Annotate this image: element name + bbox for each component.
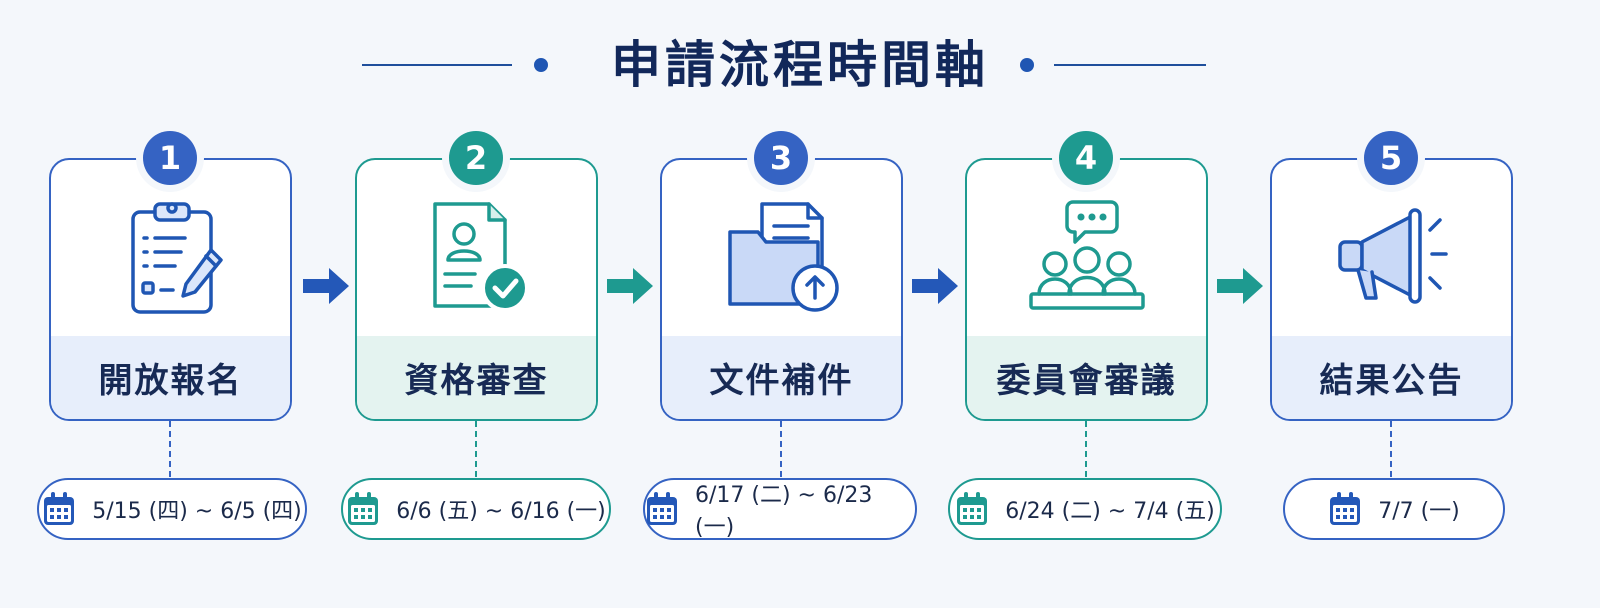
title-left-dot bbox=[534, 58, 548, 72]
calendar-icon bbox=[348, 492, 379, 525]
clipboard-pencil-icon bbox=[111, 198, 231, 318]
step-number-badge-3: 3 bbox=[754, 131, 808, 185]
step-card-1: 開放報名 bbox=[49, 158, 292, 421]
step-number-badge-1: 1 bbox=[143, 131, 197, 185]
arrow-right-icon bbox=[303, 268, 349, 304]
step-card-5: 結果公告 bbox=[1270, 158, 1513, 421]
step-card-3: 文件補件 bbox=[660, 158, 903, 421]
step-connector-4 bbox=[1085, 421, 1087, 477]
step-number-badge-2: 2 bbox=[449, 131, 503, 185]
megaphone-icon bbox=[1332, 198, 1452, 318]
date-text-1: 5/15 (四) ~ 6/5 (四) bbox=[92, 499, 302, 524]
calendar-icon bbox=[957, 492, 988, 525]
date-text-3: 6/17 (二) ~ 6/23 (一) bbox=[695, 483, 873, 540]
step-label-5: 結果公告 bbox=[1272, 336, 1511, 419]
date-pill-3: 6/17 (二) ~ 6/23 (一) bbox=[643, 478, 917, 540]
calendar-icon bbox=[1330, 492, 1361, 525]
title-right-line bbox=[1054, 64, 1206, 66]
date-text-5: 7/7 (一) bbox=[1378, 499, 1460, 524]
step-connector-2 bbox=[475, 421, 477, 477]
date-pill-1: 5/15 (四) ~ 6/5 (四) bbox=[37, 478, 307, 540]
step-card-4: 委員會審議 bbox=[965, 158, 1208, 421]
step-label-4: 委員會審議 bbox=[967, 336, 1206, 419]
document-check-icon bbox=[417, 198, 537, 318]
step-connector-5 bbox=[1390, 421, 1392, 477]
calendar-icon bbox=[647, 492, 677, 525]
date-text-4: 6/24 (二) ~ 7/4 (五) bbox=[1005, 499, 1215, 524]
date-pill-2: 6/6 (五) ~ 6/16 (一) bbox=[341, 478, 611, 540]
folder-upload-icon bbox=[722, 198, 842, 318]
step-card-2: 資格審查 bbox=[355, 158, 598, 421]
arrow-right-icon bbox=[607, 268, 653, 304]
step-label-3: 文件補件 bbox=[662, 336, 901, 419]
date-pill-5: 7/7 (一) bbox=[1283, 478, 1505, 540]
arrow-right-icon bbox=[1217, 268, 1263, 304]
title-left-line bbox=[362, 64, 512, 66]
page-title: 申請流程時間軸 bbox=[611, 36, 989, 94]
date-pill-4: 6/24 (二) ~ 7/4 (五) bbox=[948, 478, 1222, 540]
step-number-badge-5: 5 bbox=[1364, 131, 1418, 185]
calendar-icon bbox=[44, 492, 75, 525]
arrow-right-icon bbox=[912, 268, 958, 304]
step-label-1: 開放報名 bbox=[51, 336, 290, 419]
step-number-badge-4: 4 bbox=[1059, 131, 1113, 185]
step-label-2: 資格審查 bbox=[357, 336, 596, 419]
title-right-dot bbox=[1020, 58, 1034, 72]
title-area: 申請流程時間軸 bbox=[0, 30, 1600, 100]
step-connector-3 bbox=[780, 421, 782, 477]
date-text-2: 6/6 (五) ~ 6/16 (一) bbox=[396, 499, 606, 524]
step-connector-1 bbox=[169, 421, 171, 477]
committee-meeting-icon bbox=[1027, 198, 1147, 318]
